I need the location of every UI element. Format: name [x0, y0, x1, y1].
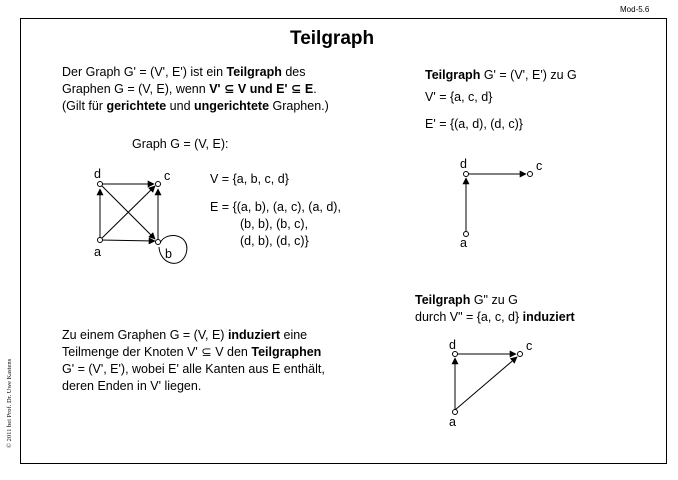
graph-g-caption: Graph G = (V, E):: [132, 137, 229, 151]
node-d: [97, 181, 103, 187]
definition-line-3: (Gilt für gerichtete und ungerichtete Gr…: [62, 99, 329, 113]
graph-g-diagram: d c a b: [94, 167, 188, 264]
induced-definition: Zu einem Graphen G = (V, E) induziert ei…: [62, 328, 325, 393]
subgraph1-heading: Teilgraph G' = (V', E') zu G: [425, 68, 577, 82]
node-a: [97, 237, 103, 243]
label-a: a: [94, 245, 101, 259]
label-b: b: [165, 247, 172, 261]
label-c: c: [536, 159, 542, 173]
slide-id: Mod-5.6: [620, 5, 650, 14]
subgraph2-diagram: d c a: [449, 338, 532, 429]
node-c: [517, 351, 523, 357]
label-a: a: [460, 236, 467, 250]
edge-a-c: [99, 185, 156, 241]
subgraph1-edge-set: E' = {(a, d), (d, c)}: [425, 117, 523, 131]
label-c: c: [526, 339, 532, 353]
node-d: [452, 351, 458, 357]
subgraph2-heading: Teilgraph G" zu G durch V" = {a, c, d} i…: [415, 293, 575, 324]
label-d: d: [94, 167, 101, 181]
node-c: [155, 181, 161, 187]
node-a: [463, 231, 469, 237]
edge-b-b-loop: [158, 234, 188, 264]
subgraph1-diagram: d c a: [460, 157, 542, 250]
page-title: Teilgraph: [290, 28, 375, 49]
definition-line-2: Graphen G = (V, E), wenn V' ⊆ V und E' ⊆…: [62, 82, 317, 96]
node-c: [527, 171, 533, 177]
graph-g-vertex-set: V = {a, b, c, d}: [210, 172, 289, 186]
definition-line-1: Der Graph G' = (V', E') ist ein Teilgrap…: [62, 65, 306, 79]
subgraph1-vertex-set: V' = {a, c, d}: [425, 90, 493, 104]
node-d: [463, 171, 469, 177]
label-d: d: [449, 338, 456, 352]
edge-a-c: [454, 356, 518, 411]
slide-frame: [20, 18, 667, 464]
edge-d-b: [99, 183, 156, 240]
node-b: [155, 239, 161, 245]
node-a: [452, 409, 458, 415]
label-a: a: [449, 415, 456, 429]
edge-a-b: [99, 237, 156, 245]
definition-text: Der Graph G' = (V', E') ist ein Teilgrap…: [62, 64, 329, 115]
copyright: © 2011 bei Prof. Dr. Uwe Kastens: [6, 358, 13, 448]
label-d: d: [460, 157, 467, 171]
graph-g-edge-set: E = {(a, b), (a, c), (a, d), (b, b), (b,…: [210, 200, 341, 248]
label-c: c: [164, 169, 170, 183]
